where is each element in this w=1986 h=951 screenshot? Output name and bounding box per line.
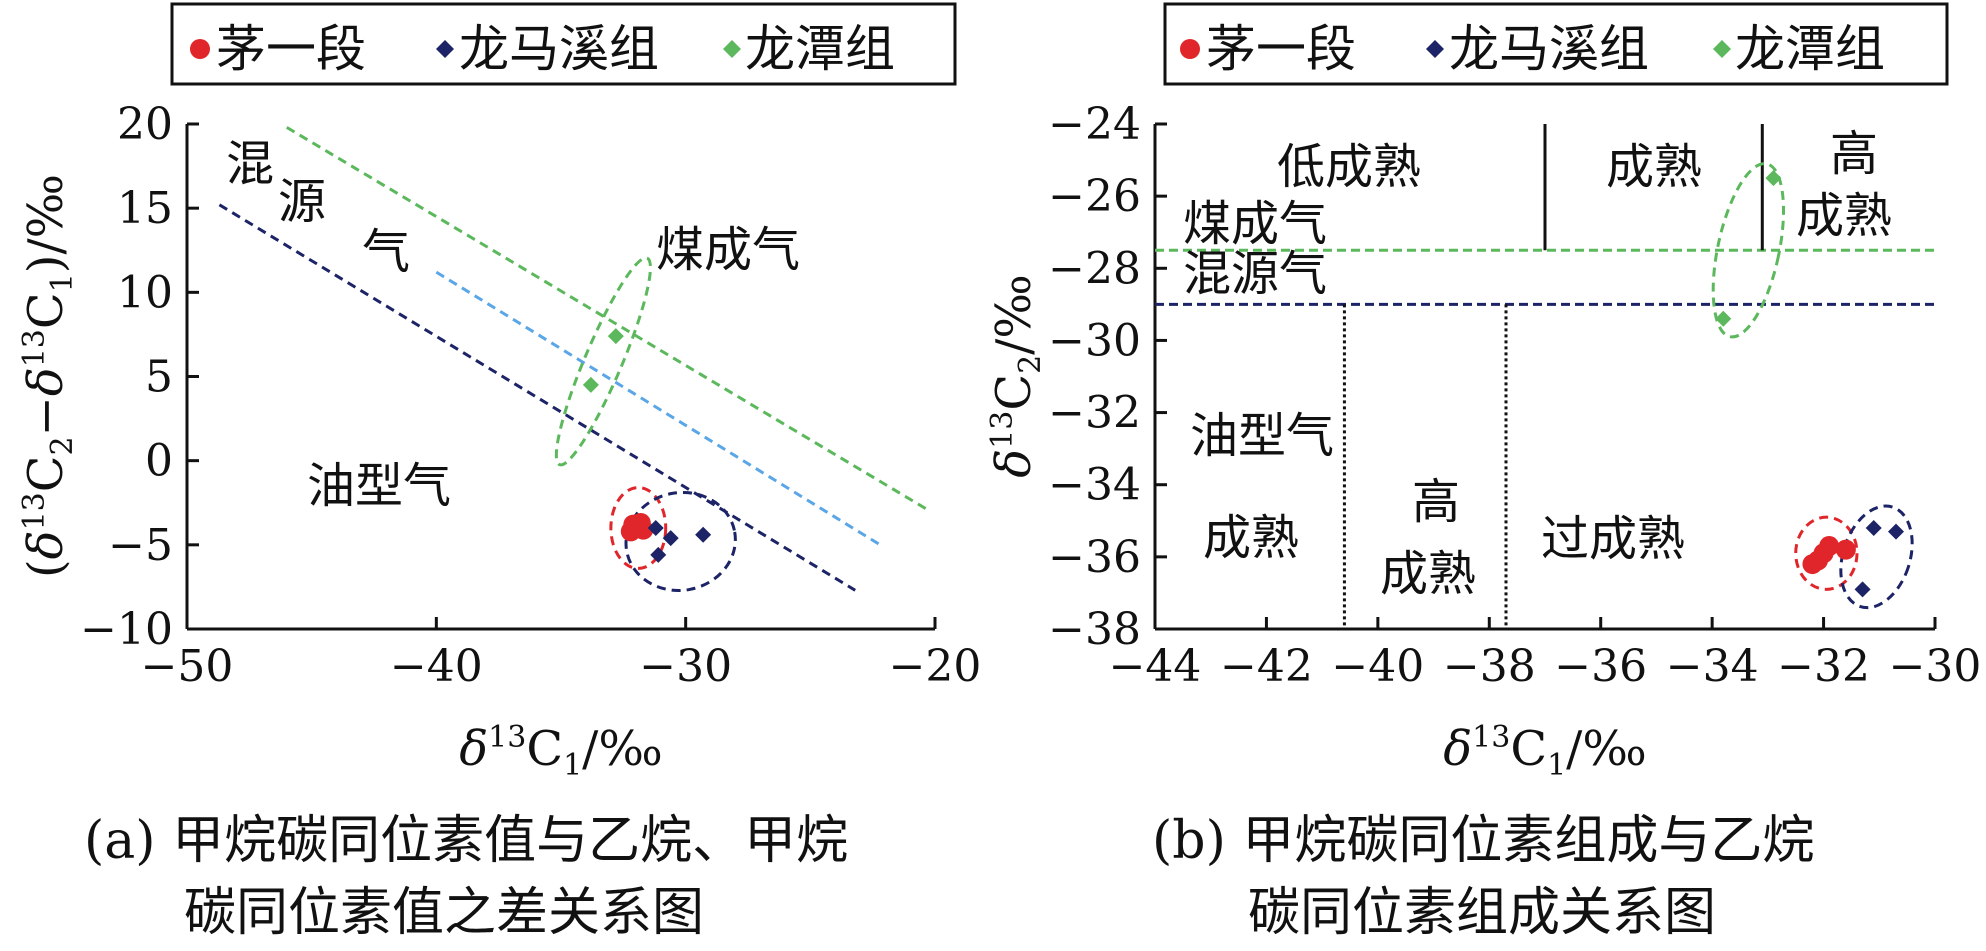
point-longtan bbox=[582, 376, 599, 393]
caption-a-line-2: 碳同位素值之差关系图 bbox=[184, 883, 704, 943]
x-tick-label-b: −34 bbox=[1666, 641, 1759, 692]
y-tick-label-b: −28 bbox=[1048, 243, 1141, 294]
legend-b-label-3: 龙潭组 bbox=[1735, 20, 1885, 78]
group-ellipse bbox=[609, 486, 668, 570]
reference-line-lightblue bbox=[435, 270, 881, 547]
x-tick-label-b: −38 bbox=[1443, 641, 1536, 692]
y-tick-label-b: −34 bbox=[1048, 460, 1141, 511]
y-tick-label-a: −10 bbox=[80, 604, 173, 655]
point-longtan bbox=[607, 328, 624, 345]
legend-a-label-2: 龙马溪组 bbox=[459, 20, 659, 78]
x-tick-label-a: −30 bbox=[639, 641, 732, 692]
y-tick-label-a: 0 bbox=[145, 436, 173, 487]
legend-a-label-1: 茅一段 bbox=[216, 20, 366, 78]
point-longmaxi bbox=[650, 546, 667, 563]
region-label-coal-b: 煤成气 bbox=[1183, 196, 1327, 252]
y-tick-label-b: −32 bbox=[1048, 388, 1141, 439]
legend-a-label-3: 龙潭组 bbox=[745, 20, 895, 78]
point-longmaxi bbox=[647, 520, 664, 536]
x-axis-label-b: δ13C1/‰ bbox=[1443, 720, 1647, 783]
y-tick-label-b: −24 bbox=[1048, 99, 1141, 150]
x-tick-label-a: −50 bbox=[141, 641, 234, 692]
point-maoyi bbox=[1802, 554, 1823, 575]
point-maoyi bbox=[633, 519, 654, 540]
region-label-mixed-1: 混 bbox=[226, 136, 274, 192]
group-ellipse bbox=[1711, 162, 1786, 339]
reference-line-navy bbox=[218, 203, 856, 592]
legend-b-marker-diamond-green bbox=[1713, 40, 1731, 58]
y-tick-label-a: 10 bbox=[117, 267, 173, 318]
legend-a: 茅一段 龙马溪组 龙潭组 bbox=[170, 2, 957, 86]
x-tick-label-b: −36 bbox=[1554, 641, 1647, 692]
legend-b-box bbox=[1163, 2, 1949, 86]
point-longtan bbox=[1715, 310, 1732, 327]
caption-b-line-1: (b) 甲烷碳同位素组成与乙烷 bbox=[1152, 811, 1814, 871]
point-longmaxi bbox=[695, 526, 712, 543]
x-axis-label-a: δ13C1/‰ bbox=[459, 720, 663, 783]
y-tick-label-a: 5 bbox=[145, 352, 173, 403]
y-tick-label-a: 20 bbox=[117, 99, 173, 150]
y-tick-label-b: −30 bbox=[1048, 315, 1141, 366]
region-label-mature-top: 成熟 bbox=[1606, 139, 1702, 195]
y-axis-label-b: δ13C2/‰ bbox=[985, 274, 1048, 478]
panel-b: 茅一段 龙马溪组 龙潭组 −44 −42 −40 −38 −36 −34 −32 −30 −24… bbox=[985, 2, 1981, 943]
region-label-high-top-1: 高 bbox=[1830, 126, 1878, 182]
y-tick-label-a: −5 bbox=[108, 520, 173, 571]
y-axis-label-a: (δ13C2−δ13C1)/‰ bbox=[17, 174, 80, 578]
y-tick-label-b: −38 bbox=[1048, 604, 1141, 655]
caption-a-line-1: (a) 甲烷碳同位素值与乙烷、甲烷 bbox=[84, 811, 848, 871]
y-tick-label-a: 15 bbox=[117, 183, 173, 234]
region-label-mixed-b: 混源气 bbox=[1183, 246, 1327, 302]
x-tick-label-a: −20 bbox=[889, 641, 982, 692]
point-longmaxi bbox=[1865, 520, 1882, 536]
group-ellipse bbox=[1794, 515, 1859, 591]
region-label-oil-b: 油型气 bbox=[1190, 408, 1334, 464]
axes-a: −50 −40 −30 −20 20 15 10 5 0 −5 −10 bbox=[80, 99, 981, 692]
y-tick-label-b: −36 bbox=[1048, 532, 1141, 583]
region-label-oil: 油型气 bbox=[307, 458, 451, 514]
x-tick-label-b: −30 bbox=[1889, 641, 1982, 692]
point-maoyi bbox=[1835, 539, 1856, 560]
y-tick-label-b: −26 bbox=[1048, 171, 1141, 222]
region-label-coal: 煤成气 bbox=[656, 222, 800, 278]
region-label-high-top-2: 成熟 bbox=[1796, 188, 1892, 244]
region-label-mixed-3: 气 bbox=[362, 224, 410, 280]
region-label-mixed-2: 源 bbox=[278, 174, 326, 230]
legend-a-box bbox=[170, 2, 957, 86]
legend-b: 茅一段 龙马溪组 龙潭组 bbox=[1163, 2, 1949, 86]
x-tick-label-b: −44 bbox=[1109, 641, 1202, 692]
point-longmaxi bbox=[1888, 523, 1904, 540]
region-label-over-mature: 过成熟 bbox=[1541, 511, 1685, 567]
region-label-high-bottom-2: 成熟 bbox=[1380, 546, 1476, 602]
x-tick-label-b: −40 bbox=[1331, 641, 1424, 692]
x-tick-label-b: −42 bbox=[1220, 641, 1313, 692]
group-ellipse bbox=[624, 490, 737, 592]
x-tick-label-b: −32 bbox=[1777, 641, 1870, 692]
legend-b-label-2: 龙马溪组 bbox=[1449, 20, 1649, 78]
point-longtan bbox=[1765, 170, 1782, 187]
legend-a-marker-circle bbox=[190, 39, 210, 59]
panel-a: 茅一段 龙马溪组 龙潭组 −50 −40 −30 −20 20 15 10 5 0 −5 −10 (… bbox=[17, 2, 981, 943]
region-label-high-bottom-1: 高 bbox=[1412, 474, 1460, 530]
point-longmaxi bbox=[1854, 581, 1871, 598]
region-label-mature-bottom: 成熟 bbox=[1203, 510, 1299, 566]
legend-b-label-1: 茅一段 bbox=[1206, 20, 1356, 78]
legend-b-marker-diamond-navy bbox=[1426, 40, 1444, 58]
caption-b-line-2: 碳同位素组成关系图 bbox=[1248, 883, 1716, 943]
region-label-low-mature: 低成熟 bbox=[1277, 139, 1421, 195]
reference-line-green bbox=[285, 126, 931, 513]
x-tick-label-a: −40 bbox=[390, 641, 483, 692]
legend-a-marker-diamond-navy bbox=[436, 40, 454, 58]
legend-a-marker-diamond-green bbox=[723, 40, 741, 58]
legend-b-marker-circle bbox=[1180, 39, 1200, 59]
group-ellipse bbox=[554, 256, 652, 467]
axes-b: −44−42−40−38−36−34−32−30−24−26−28−30−32−… bbox=[1048, 99, 1981, 692]
point-longmaxi bbox=[662, 530, 679, 547]
